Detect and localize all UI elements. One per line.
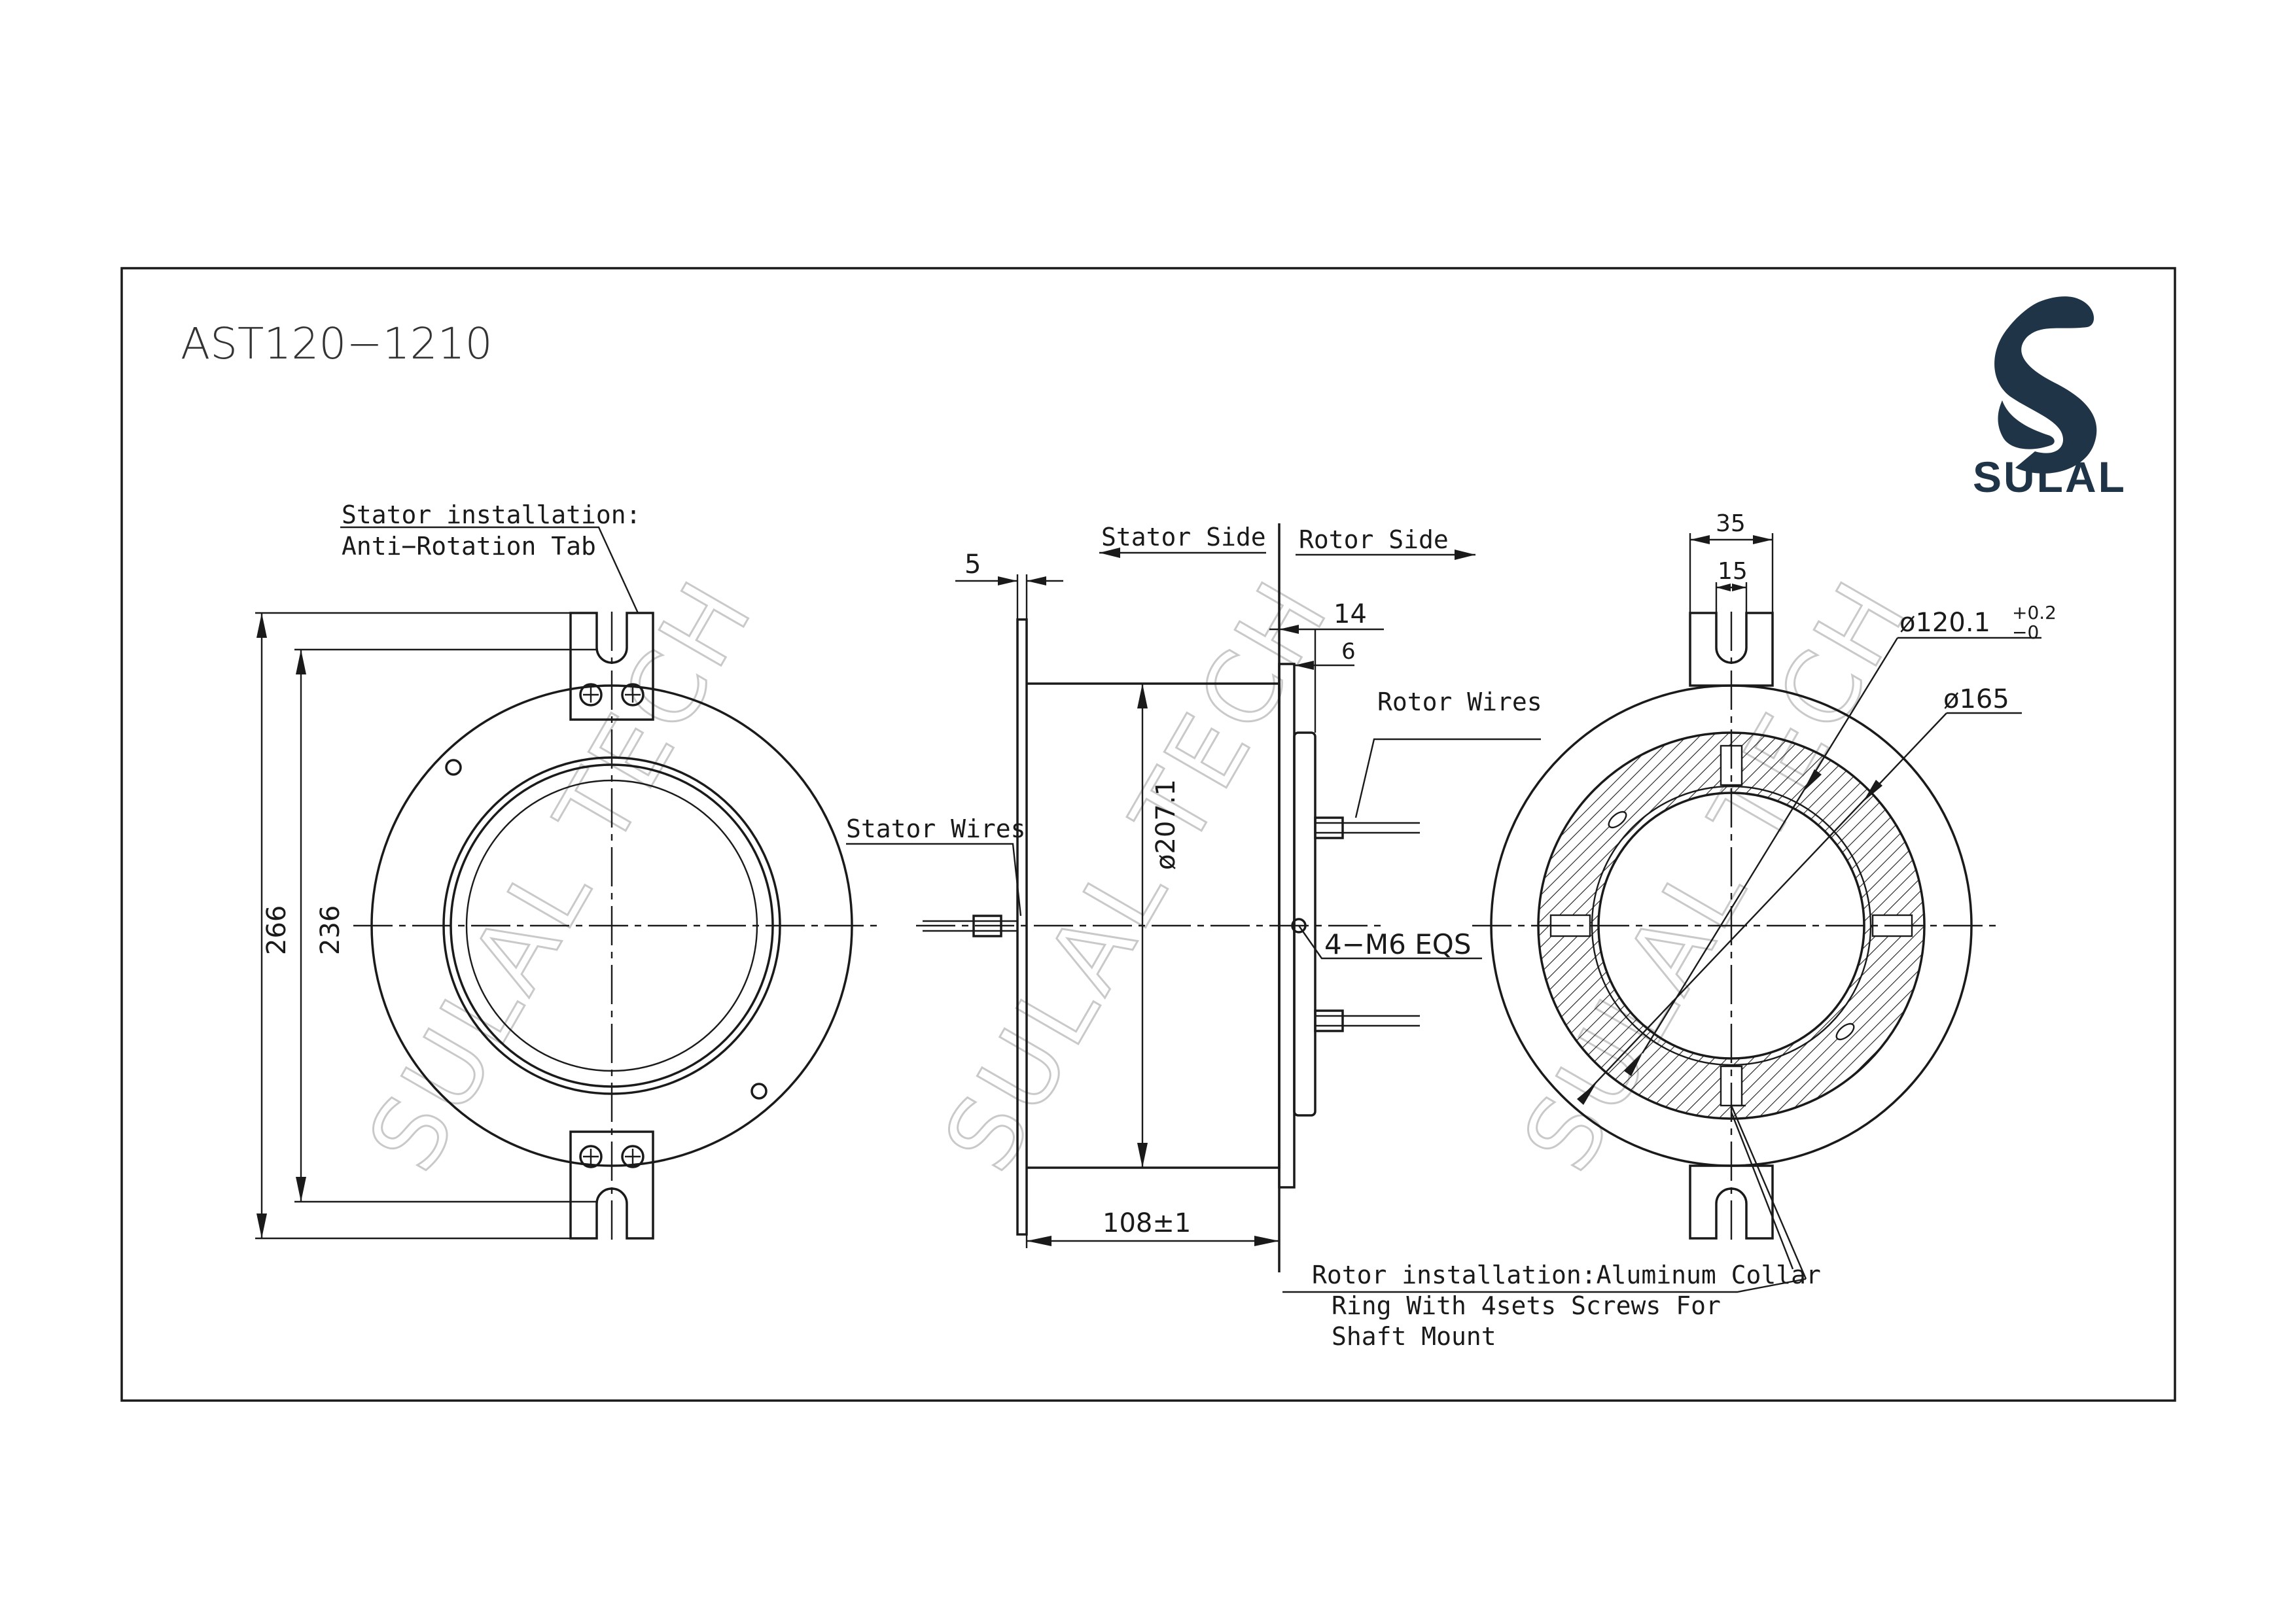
dim-14: 14 (1333, 599, 1367, 629)
dim-35: 35 (1716, 510, 1746, 537)
drawing-frame (120, 267, 2176, 1402)
label-rotor-wires: Rotor Wires (1377, 688, 1542, 716)
dim-120-tol-upper: +0.2 (2012, 602, 2057, 623)
label-rotor-installation-3: Shaft Mount (1332, 1322, 1496, 1351)
watermark-middle: SULAL TECH (923, 560, 1352, 1189)
watermark-left: SULAL TECH (347, 560, 776, 1189)
label-rotor-installation-2: Ring With 4sets Screws For (1332, 1291, 1721, 1320)
label-rotor-side: Rotor Side (1299, 525, 1449, 554)
dim-6: 6 (1341, 638, 1356, 665)
dim-5: 5 (964, 550, 981, 580)
middle-side-view (846, 523, 1807, 1293)
label-rotor-installation-1: Rotor installation:Aluminum Collar (1312, 1261, 1821, 1289)
dim-120-tol-lower: −0 (2012, 621, 2039, 643)
left-front-view (255, 526, 877, 1243)
label-stator-side: Stator Side (1101, 523, 1266, 551)
drawing-title: AST120−1210 (181, 319, 493, 369)
dim-15: 15 (1718, 558, 1748, 585)
dim-236: 236 (315, 905, 345, 955)
brand-name: SULAL (1973, 453, 2127, 501)
label-stator-wires: Stator Wires (846, 814, 1026, 843)
sulal-logo-icon (1994, 296, 2097, 474)
label-screws: 4−M6 EQS (1324, 928, 1471, 960)
label-anti-rotation-tab: Anti−Rotation Tab (342, 532, 596, 561)
dim-165-diameter: ø165 (1943, 684, 2009, 714)
dim-207: ø207.1 (1151, 779, 1181, 870)
label-stator-installation: Stator installation: (342, 500, 641, 529)
dim-120-diameter: ø120.1 (1899, 608, 1990, 638)
dim-108: 108±1 (1103, 1208, 1191, 1238)
right-rear-view (1472, 533, 2041, 1280)
dim-266: 266 (262, 905, 292, 955)
